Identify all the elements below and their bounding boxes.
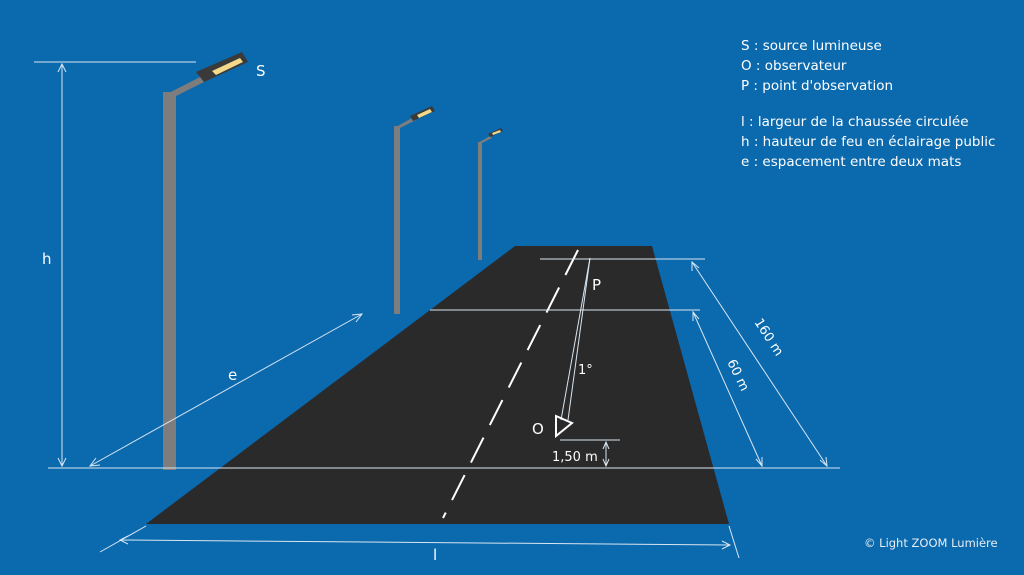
label-angle: 1° — [578, 363, 593, 378]
label-spacing: e — [228, 366, 237, 384]
legend-gap — [741, 96, 995, 112]
legend-item-width: l : largeur de la chaussée circulée — [741, 114, 969, 130]
legend-item-observer: O : observateur — [741, 58, 847, 74]
lamp-post-far — [478, 128, 503, 260]
road-center-line — [442, 249, 579, 519]
legend-item-point: P : point d'observation — [741, 78, 894, 94]
width-dimension — [99, 525, 740, 559]
spacing-dimension — [88, 313, 364, 467]
distance-60m-dimension — [692, 310, 763, 468]
legend-item-source: S : source lumineuse — [741, 38, 882, 54]
label-160m: 160 m — [751, 316, 786, 359]
label-source: S — [256, 62, 266, 80]
legend-item-spacing: e : espacement entre deux mats — [741, 154, 962, 170]
label-height: h — [42, 250, 52, 268]
copyright-notice: © Light ZOOM Lumière — [864, 536, 998, 550]
lamp-post-mid — [394, 106, 435, 314]
legend: S : source lumineuse O : observateur P :… — [741, 36, 995, 172]
label-eye-height: 1,50 m — [552, 450, 598, 465]
eye-height-dimension — [602, 440, 610, 468]
lamp-post-near — [163, 52, 248, 470]
height-dimension — [57, 62, 67, 468]
observer-eye-icon — [555, 414, 574, 439]
legend-item-height: h : hauteur de feu en éclairage public — [741, 134, 996, 150]
sight-lines — [560, 257, 591, 421]
distance-160m-dimension — [691, 260, 828, 468]
label-width: l — [433, 546, 437, 564]
label-observer: O — [532, 420, 544, 438]
road-surface — [146, 246, 729, 524]
label-point: P — [592, 276, 601, 294]
